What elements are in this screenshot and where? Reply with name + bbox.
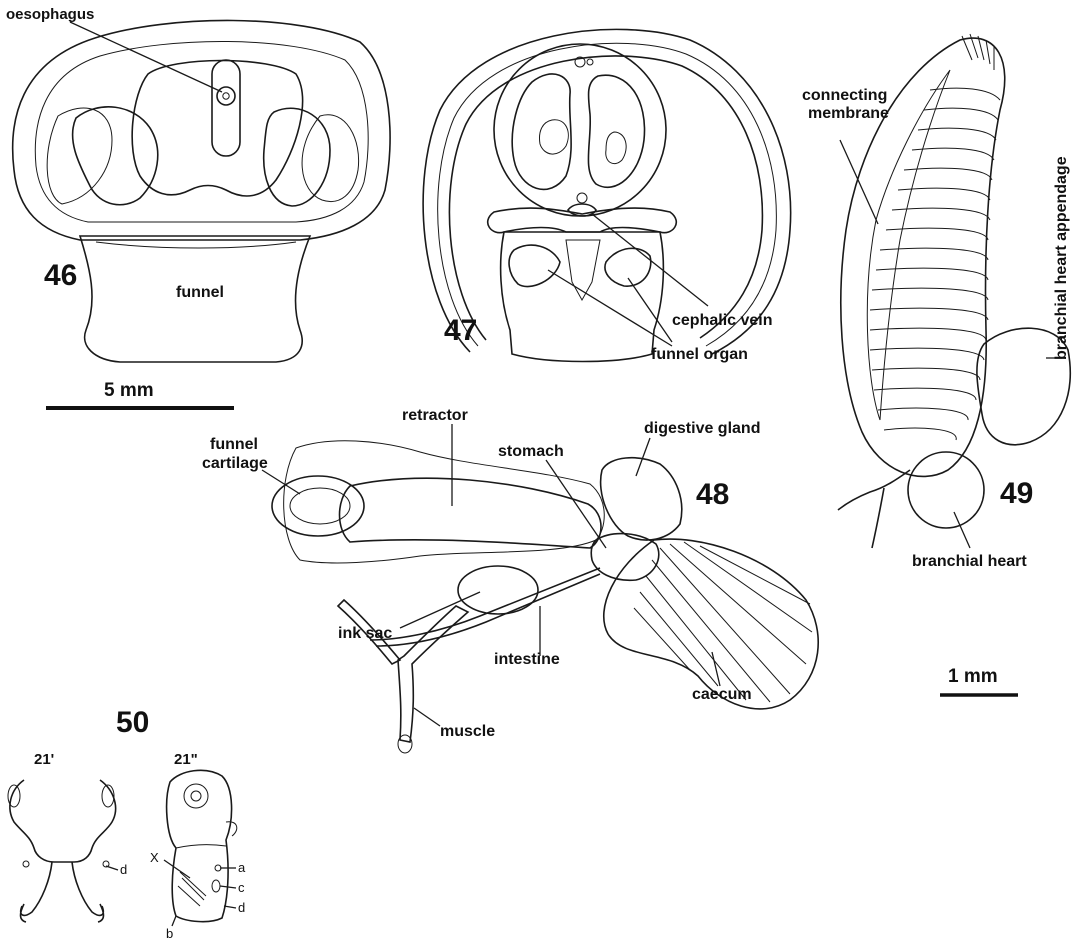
fig46-head-core [132, 61, 302, 196]
fig50b-eye [184, 784, 208, 808]
fig50b-c-spot [212, 880, 220, 892]
fig48-ink-sac-leader [400, 592, 480, 628]
fig49-lamellae [870, 88, 1000, 440]
fig47-funnel-organ-label: funnel organ [651, 346, 748, 363]
fig50a-arms [21, 862, 104, 922]
fig49-appendage-label: branchial heart appendage [1053, 156, 1070, 360]
scale-bar-1mm-label: 1 mm [948, 666, 998, 687]
fig46-mantle-inner [35, 41, 368, 222]
fig46-oesophagus-label: oesophagus [6, 6, 94, 23]
fig49-branchial-heart [908, 452, 984, 528]
fig49-number: 49 [1000, 477, 1033, 510]
fig47-vein-dot [577, 193, 587, 203]
fig50a-d-label: d [120, 862, 127, 877]
fig50a-stage-label: 21' [34, 751, 54, 768]
fig46-body-right [264, 108, 330, 206]
fig47-brain-left-cavity [540, 120, 569, 154]
fig46-funnel-label: funnel [176, 284, 224, 301]
fig48-muscle [338, 600, 468, 742]
fig49-connecting-membrane [867, 70, 950, 420]
fig50b-c-label: c [238, 880, 245, 895]
fig47-cephalic-vein-leader [592, 214, 708, 306]
fig48-intestine-label: intestine [494, 651, 560, 668]
fig46-oesophagus-leader [70, 22, 222, 92]
fig47-brain-outer [494, 44, 666, 216]
fig46-oesophagus-lumen [217, 87, 235, 105]
fig50b-stage-label: 21" [174, 751, 198, 768]
fig47-funnel-organ-right [605, 248, 651, 286]
fig48-ink-sac [458, 566, 538, 614]
fig49-connecting-label-1: connecting [802, 87, 887, 104]
fig47-cephalic-vein-label: cephalic vein [672, 312, 773, 329]
fig48-ink-sac-label: ink sac [338, 625, 392, 642]
fig46-oesophagus-dot [223, 93, 229, 99]
fig47-number: 47 [444, 314, 477, 347]
fig48-cartilage-leader [262, 470, 300, 494]
fig49-connecting-label-2: membrane [808, 105, 889, 122]
fig50b-x-lines [178, 872, 206, 906]
fig49-connecting-membrane-leader [840, 140, 878, 224]
fig47-collar [488, 208, 677, 233]
figure-48 [272, 441, 818, 753]
fig47-funnel-organ-left [509, 245, 560, 286]
fig48-number: 48 [696, 478, 729, 511]
fig48-stomach-label: stomach [498, 443, 564, 460]
fig47-top-vessel-2 [587, 59, 593, 65]
fig49-plume [962, 34, 994, 70]
fig50b-outline [167, 770, 232, 921]
fig48-caecum-label: caecum [692, 686, 752, 703]
fig50b-d-leader [224, 906, 236, 908]
fig49-branchial-heart-label: branchial heart [912, 553, 1027, 570]
fig50b-eye-inner [191, 791, 201, 801]
fig46-gill-left [47, 108, 112, 204]
fig46-mantle-outer [13, 20, 390, 240]
fig46-body-left [73, 107, 158, 205]
fig50a-d-leader [106, 866, 118, 870]
fig47-brain-left [512, 74, 571, 189]
fig48-digestive-gland-leader [636, 438, 650, 476]
fig50b-d-label: d [238, 900, 245, 915]
fig48-caecum [604, 539, 818, 709]
fig48-retractor [340, 478, 602, 548]
fig47-brain-right-cavity [606, 132, 626, 164]
figure-50-stage-21b [164, 770, 237, 926]
fig47-mantle-band [438, 43, 777, 346]
fig46-number: 46 [44, 259, 77, 292]
fig50a-outline [10, 780, 116, 862]
scale-bar-5mm-label: 5 mm [104, 380, 154, 401]
fig48-digestive-gland-label: digestive gland [644, 420, 760, 437]
fig50b-band [176, 845, 226, 848]
fig50-number: 50 [116, 706, 149, 739]
fig50b-x-label: X [150, 850, 159, 865]
fig47-mantle-inner [449, 56, 762, 340]
fig50b-a-label: a [238, 860, 246, 875]
fig48-caecum-folds [634, 542, 812, 702]
fig50b-x-leader [164, 860, 190, 878]
fig50b-b-leader [172, 916, 176, 926]
fig48-muscle-label: muscle [440, 723, 495, 740]
fig47-brain-right [588, 75, 644, 187]
fig49-vessel [838, 470, 910, 548]
fig48-funnel-cartilage-label-1: funnel [210, 436, 258, 453]
fig50a-spot-left [23, 861, 29, 867]
fig49-branchial-heart-leader [954, 512, 970, 548]
fig48-funnel-cartilage-label-2: cartilage [202, 455, 268, 472]
figure-50-stage-21a [8, 780, 118, 922]
fig50a-eye-left [8, 785, 20, 807]
fig48-retractor-label: retractor [402, 407, 468, 424]
fig46-oesophagus-tube [212, 60, 240, 156]
fig47-funnel-organ-leader-1 [548, 270, 672, 346]
fig46-funnel-rim [96, 242, 296, 248]
fig48-stomach-leader [546, 460, 606, 548]
fig48-digestive-gland [601, 458, 682, 540]
fig48-muscle-tip [398, 735, 412, 753]
fig50b-b-label: b [166, 926, 173, 941]
figure-46 [13, 20, 390, 362]
fig48-muscle-leader [414, 708, 440, 726]
fig48-intestine [370, 568, 600, 646]
